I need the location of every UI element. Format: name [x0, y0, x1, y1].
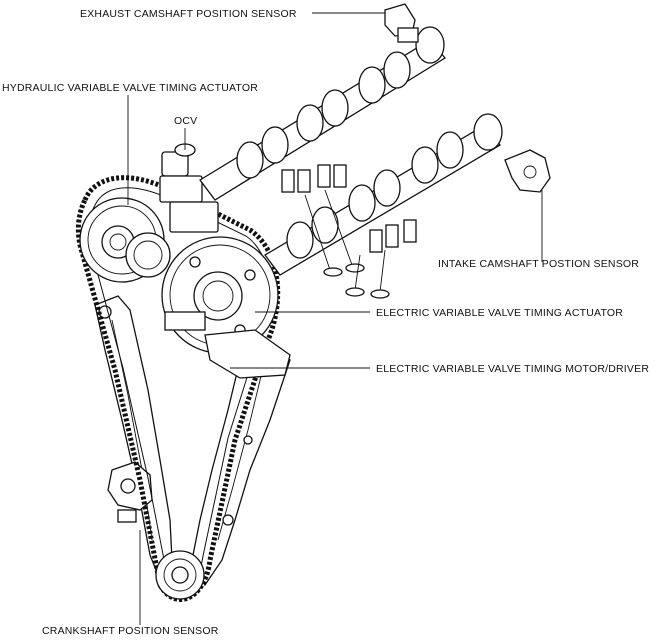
exhaust-camshaft-sensor: [384, 3, 419, 43]
intake-camshaft: [264, 113, 503, 276]
label-electric-vvt-motor-driver: ELECTRIC VARIABLE VALVE TIMING MOTOR/DRI…: [376, 363, 649, 375]
label-crankshaft-sensor: CRANKSHAFT POSITION SENSOR: [42, 625, 219, 637]
label-ocv: OCV: [174, 115, 197, 127]
exhaust-cam-lobes: [236, 51, 411, 179]
label-hydraulic-vvt-actuator: HYDRAULIC VARIABLE VALVE TIMING ACTUATOR: [2, 82, 258, 94]
crankshaft-sprocket: [155, 550, 205, 600]
intake-valves: [345, 219, 417, 299]
label-electric-vvt-actuator: ELECTRIC VARIABLE VALVE TIMING ACTUATOR: [376, 307, 623, 319]
exhaust-valves: [281, 164, 365, 277]
intake-cam-lobes: [286, 131, 464, 259]
hydraulic-vvt-sprocket: [79, 197, 171, 283]
intake-camshaft-sensor: [504, 149, 551, 193]
label-intake-camshaft-sensor: INTAKE CAMSHAFT POSTION SENSOR: [438, 258, 639, 270]
label-exhaust-camshaft-sensor: EXHAUST CAMSHAFT POSITION SENSOR: [80, 8, 297, 20]
electric-vvt-motor: [164, 311, 291, 379]
exhaust-camshaft: [199, 26, 446, 201]
chain-tensioner-arm: [94, 295, 173, 582]
leader-lines: [127, 12, 543, 625]
ocv-valve: [159, 143, 219, 233]
